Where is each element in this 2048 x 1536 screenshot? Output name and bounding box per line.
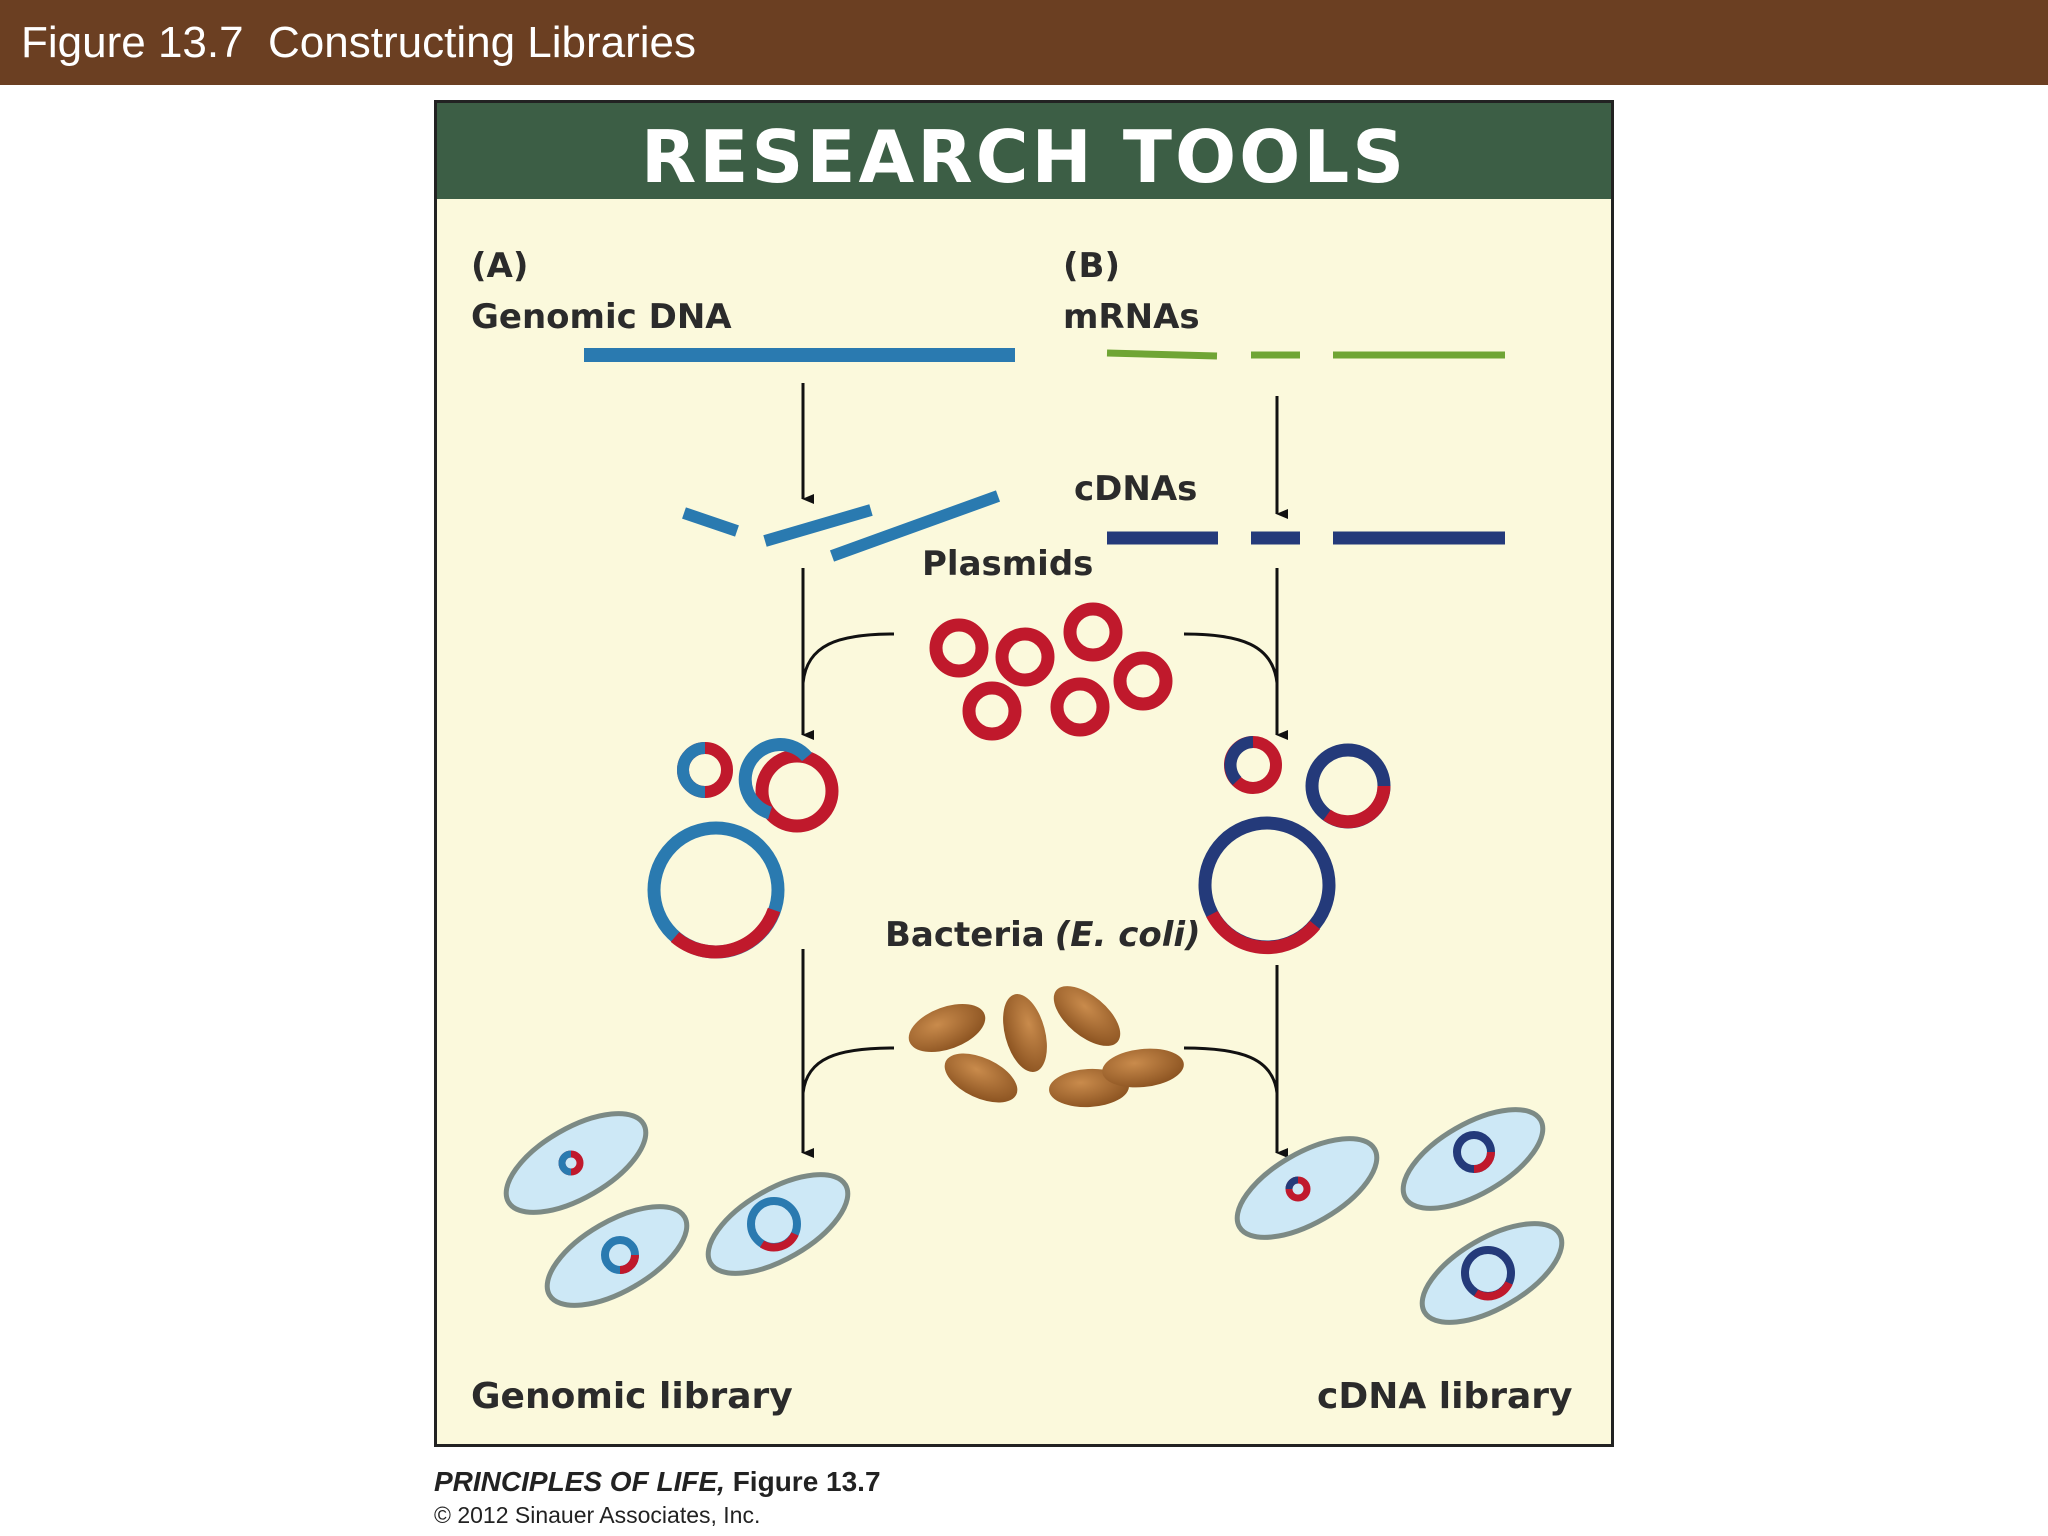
genomic-library-label: Genomic library [471,1376,793,1417]
genomic-dna-label: Genomic DNA [471,297,732,337]
genomic-recombinant-plasmids [647,738,839,959]
mrnas-label: mRNAs [1063,297,1200,337]
genomic-library-cells [503,1111,851,1308]
bacterial-cell [705,1172,851,1276]
panel-a-letter: (A) [471,246,528,286]
library-diagram: (A) Genomic DNA (B) mRNAs cDNAs Plasmids… [471,246,1572,1417]
bacterial-cell [503,1111,649,1215]
bacterial-cell [1419,1221,1565,1325]
plasmid-cluster [929,602,1173,741]
panel-b-letter: (B) [1063,246,1120,286]
banner-title: RESEARCH TOOLS [640,115,1408,199]
flow-arrows [801,383,1288,1158]
bacteria-label: Bacteria(E. coli) [885,915,1201,955]
research-tools-figure: RESEARCH TOOLS (A) Genomic DNA (B) mRNAs… [434,100,1614,1447]
book-title: PRINCIPLES OF LIFE, [434,1466,725,1497]
research-tools-banner: RESEARCH TOOLS [437,103,1611,199]
title-bar: Figure 13.7 Constructing Libraries [0,0,2048,85]
genomic-dna-fragments [682,490,1001,562]
figure-caption: PRINCIPLES OF LIFE, Figure 13.7 © 2012 S… [434,1466,881,1529]
bacteria-cluster [908,986,1184,1108]
plasmids-label: Plasmids [922,544,1093,584]
copyright-line: © 2012 Sinauer Associates, Inc. [434,1502,761,1528]
caption-title: PRINCIPLES OF LIFE, Figure 13.7 [434,1466,881,1498]
caption-figure: Figure 13.7 [724,1466,881,1497]
bacteria-name: Bacteria [885,915,1045,955]
bacterial-cell [544,1204,690,1308]
bacteria-species: (E. coli) [1055,915,1201,955]
cdna-library-cells [1234,1107,1565,1325]
cdnas-label: cDNAs [1074,469,1197,509]
page-title: Figure 13.7 Constructing Libraries [21,18,696,67]
mrna-strands [1106,349,1505,360]
cdna-library-label: cDNA library [1317,1376,1572,1417]
bacterial-cell [1400,1107,1546,1211]
cdna-recombinant-plasmids [1198,736,1391,955]
